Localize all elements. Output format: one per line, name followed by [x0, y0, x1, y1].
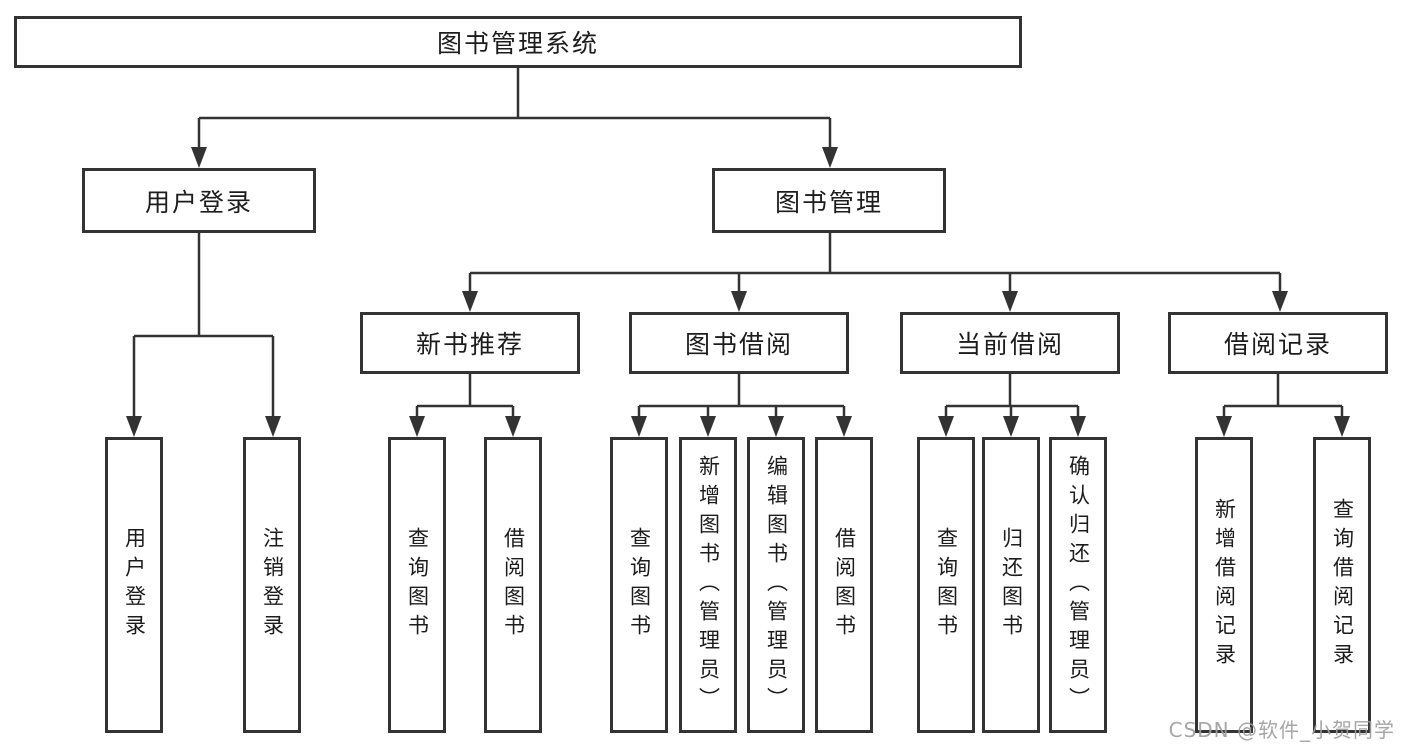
leaf-logout-label: 注销登录: [260, 527, 285, 643]
leaf-current-query-books-label: 查询图书: [934, 527, 959, 643]
node-current-borrowing: 当前借阅: [900, 312, 1120, 374]
leaf-records-add-record-label: 新增借阅记录: [1212, 498, 1237, 672]
node-borrowing-records-label: 借阅记录: [1223, 330, 1332, 359]
node-root: 图书管理系统: [14, 16, 1022, 68]
node-book-borrowing-label: 图书借阅: [684, 330, 793, 359]
leaf-user-login-label: 用户登录: [122, 527, 147, 643]
leaf-borrow-borrow-books: 借阅图书: [815, 437, 873, 733]
leaf-current-confirm-return-admin: 确认归还（管理员）: [1049, 437, 1107, 733]
leaf-borrow-edit-books-admin-label: 编辑图书（管理员）: [764, 454, 789, 716]
leaf-logout: 注销登录: [243, 437, 301, 733]
node-book-management: 图书管理: [712, 168, 946, 233]
node-new-book-recommend-label: 新书推荐: [415, 330, 524, 359]
leaf-borrow-query-books: 查询图书: [610, 437, 668, 733]
node-new-book-recommend: 新书推荐: [360, 312, 580, 374]
leaf-recommend-query-books-label: 查询图书: [405, 527, 430, 643]
node-book-borrowing: 图书借阅: [629, 312, 849, 374]
node-root-label: 图书管理系统: [436, 29, 599, 58]
leaf-borrow-borrow-books-label: 借阅图书: [832, 527, 857, 643]
csdn-watermark: CSDN @软件_小贺同学: [1168, 718, 1395, 742]
leaf-borrow-query-books-label: 查询图书: [627, 527, 652, 643]
node-user-login-label: 用户登录: [144, 187, 253, 217]
leaf-borrow-add-books-admin-label: 新增图书（管理员）: [696, 454, 721, 716]
leaf-borrow-edit-books-admin: 编辑图书（管理员）: [747, 437, 805, 733]
node-current-borrowing-label: 当前借阅: [955, 330, 1064, 359]
connector-lines: [132, 68, 1344, 418]
leaf-current-return-books-label: 归还图书: [999, 527, 1024, 643]
leaf-recommend-query-books: 查询图书: [388, 437, 446, 733]
leaf-recommend-borrow-books-label: 借阅图书: [501, 527, 526, 643]
leaf-borrow-add-books-admin: 新增图书（管理员）: [679, 437, 737, 733]
leaf-records-query-record: 查询借阅记录: [1313, 437, 1371, 733]
leaf-current-confirm-return-admin-label: 确认归还（管理员）: [1066, 454, 1091, 716]
arrowheads: [126, 147, 1350, 437]
node-user-login: 用户登录: [82, 168, 316, 233]
leaf-user-login: 用户登录: [105, 437, 163, 733]
node-book-management-label: 图书管理: [774, 187, 883, 217]
leaf-records-query-record-label: 查询借阅记录: [1330, 498, 1355, 672]
leaf-records-add-record: 新增借阅记录: [1195, 437, 1253, 733]
node-borrowing-records: 借阅记录: [1168, 312, 1388, 374]
leaf-recommend-borrow-books: 借阅图书: [484, 437, 542, 733]
leaf-current-query-books: 查询图书: [917, 437, 975, 733]
leaf-current-return-books: 归还图书: [982, 437, 1040, 733]
